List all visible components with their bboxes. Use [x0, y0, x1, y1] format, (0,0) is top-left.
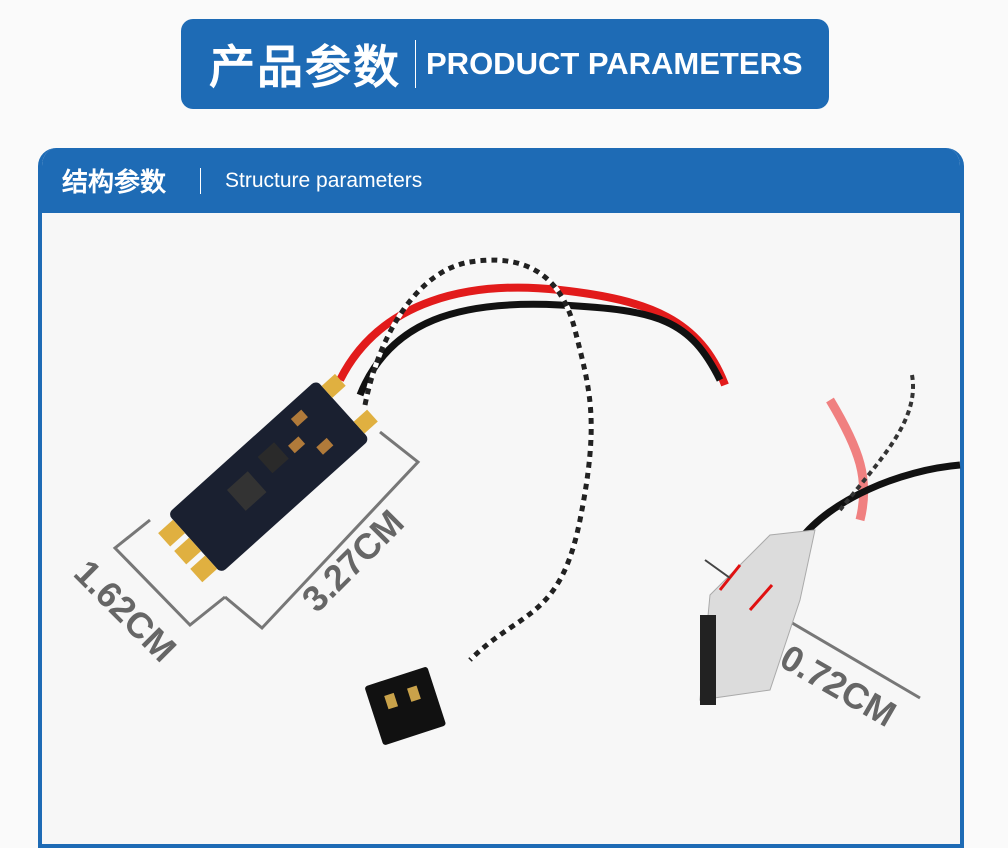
- section-divider: [200, 167, 202, 194]
- section-title-cn: 结构参数: [62, 168, 167, 198]
- product-photo: [112, 257, 961, 745]
- esc-side-view: [699, 374, 961, 705]
- signal-wire: [362, 257, 594, 662]
- title-divider: [415, 40, 416, 88]
- title-en: PRODUCT PARAMETERS: [426, 46, 803, 81]
- black-wire: [356, 300, 724, 397]
- servo-connector: [365, 667, 446, 745]
- panel-header: 结构参数 Structure parameters: [42, 148, 960, 213]
- title-banner: 产品参数 PRODUCT PARAMETERS: [181, 19, 829, 109]
- dimension-lines: [112, 430, 921, 700]
- esc-board: [158, 373, 378, 583]
- title-cn: 产品参数: [209, 40, 401, 94]
- section-title-en: Structure parameters: [225, 168, 423, 192]
